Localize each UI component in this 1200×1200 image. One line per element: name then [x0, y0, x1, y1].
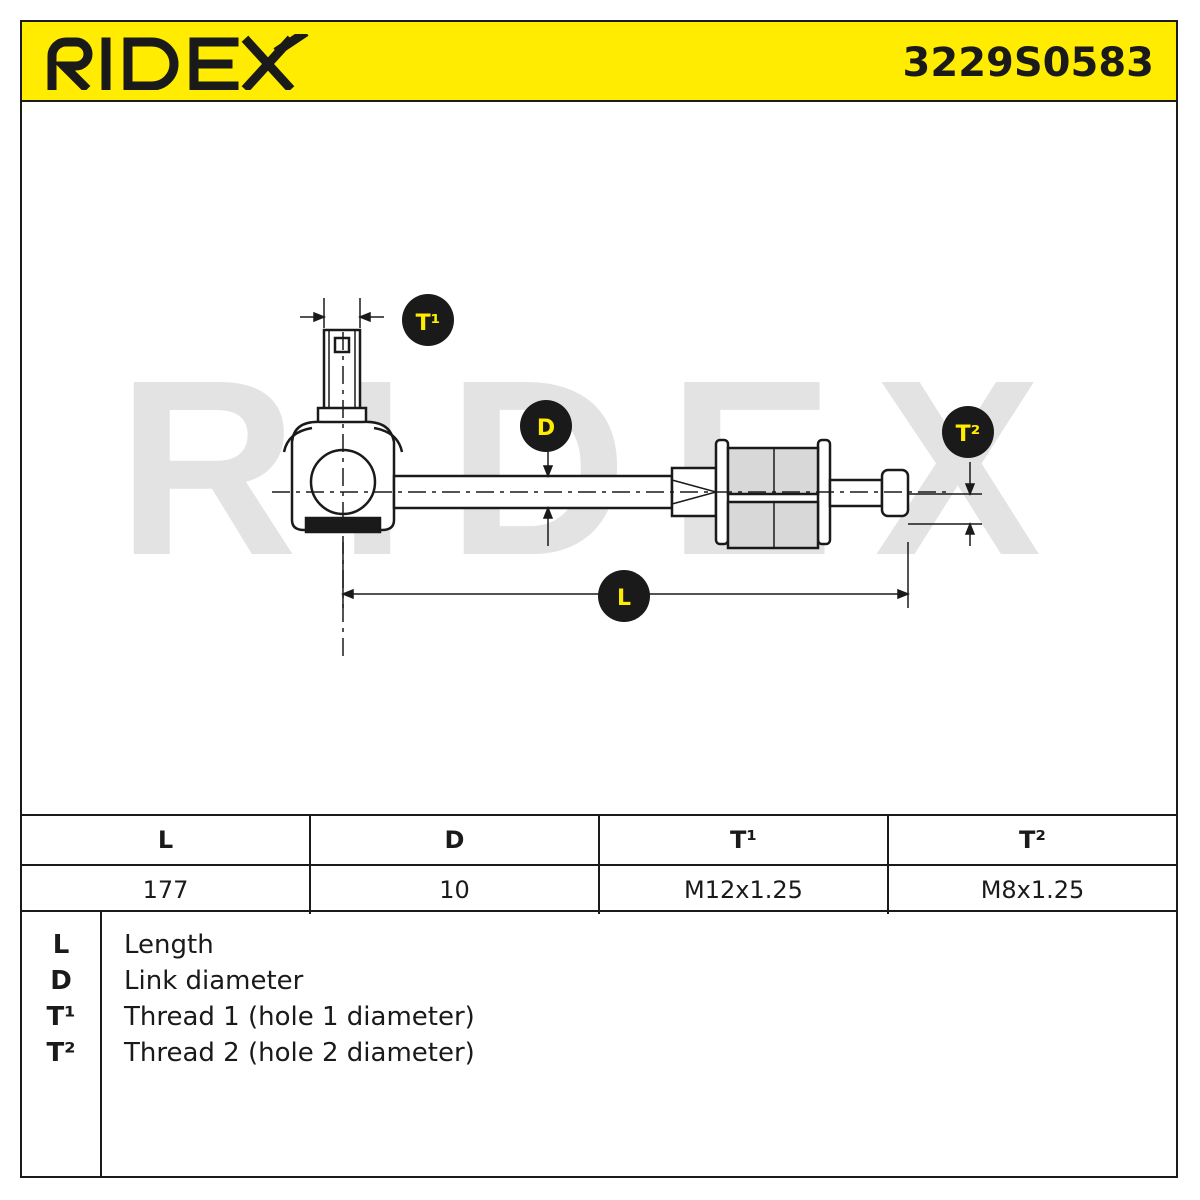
legend-item: D Link diameter	[22, 966, 1176, 1002]
t1-dimension	[300, 298, 384, 328]
legend-key: D	[50, 966, 72, 996]
spec-header-d: D	[311, 816, 600, 864]
spec-header-l: L	[22, 816, 311, 864]
t1-callout-badge	[402, 294, 454, 346]
t2-callout-badge	[942, 406, 994, 458]
l-callout-badge	[598, 570, 650, 622]
legend-desc: Thread 1 (hole 1 diameter)	[124, 1002, 475, 1032]
t2-callout-label: T²	[956, 422, 981, 447]
spec-table: L D T¹ T² 177 10 M12x1.25 M8x1.25	[22, 814, 1176, 914]
legend-item: T² Thread 2 (hole 2 diameter)	[22, 1038, 1176, 1074]
legend-desc: Link diameter	[124, 966, 304, 996]
spec-value-d: 10	[311, 866, 600, 914]
t2-dimension	[908, 462, 982, 546]
spec-value-t2: M8x1.25	[980, 876, 1085, 904]
t1-callout-label: T¹	[416, 311, 441, 336]
watermark-text: RIDEX	[117, 328, 1081, 607]
legend-desc: Length	[124, 930, 214, 960]
legend-key: T²	[46, 1038, 76, 1068]
technical-drawing: RIDEX	[22, 102, 1176, 814]
spec-value-row: 177 10 M12x1.25 M8x1.25	[22, 866, 1176, 914]
part-number: 3229S0583	[902, 40, 1154, 86]
ridex-logo	[44, 28, 314, 94]
spec-value-t1: M12x1.25	[600, 866, 889, 914]
spec-header-row: L D T¹ T²	[22, 816, 1176, 866]
legend: L Length D Link diameter T¹ Thread 1 (ho…	[22, 912, 1176, 1178]
legend-desc: Thread 2 (hole 2 diameter)	[124, 1038, 475, 1068]
spec-value-l: 177	[22, 866, 311, 914]
legend-item: L Length	[22, 930, 1176, 966]
legend-key: L	[52, 930, 70, 960]
legend-key: T¹	[46, 1002, 76, 1032]
spec-header-t1: T¹	[600, 816, 889, 864]
l-callout-label: L	[617, 586, 631, 611]
datasheet-frame: 3229S0583 RIDEX	[20, 20, 1178, 1178]
header-bar: 3229S0583	[22, 22, 1176, 102]
d-callout-badge	[520, 400, 572, 452]
legend-divider	[100, 912, 102, 1178]
spec-header-t2: T²	[1019, 826, 1046, 854]
legend-item: T¹ Thread 1 (hole 1 diameter)	[22, 1002, 1176, 1038]
d-callout-label: D	[537, 416, 555, 441]
